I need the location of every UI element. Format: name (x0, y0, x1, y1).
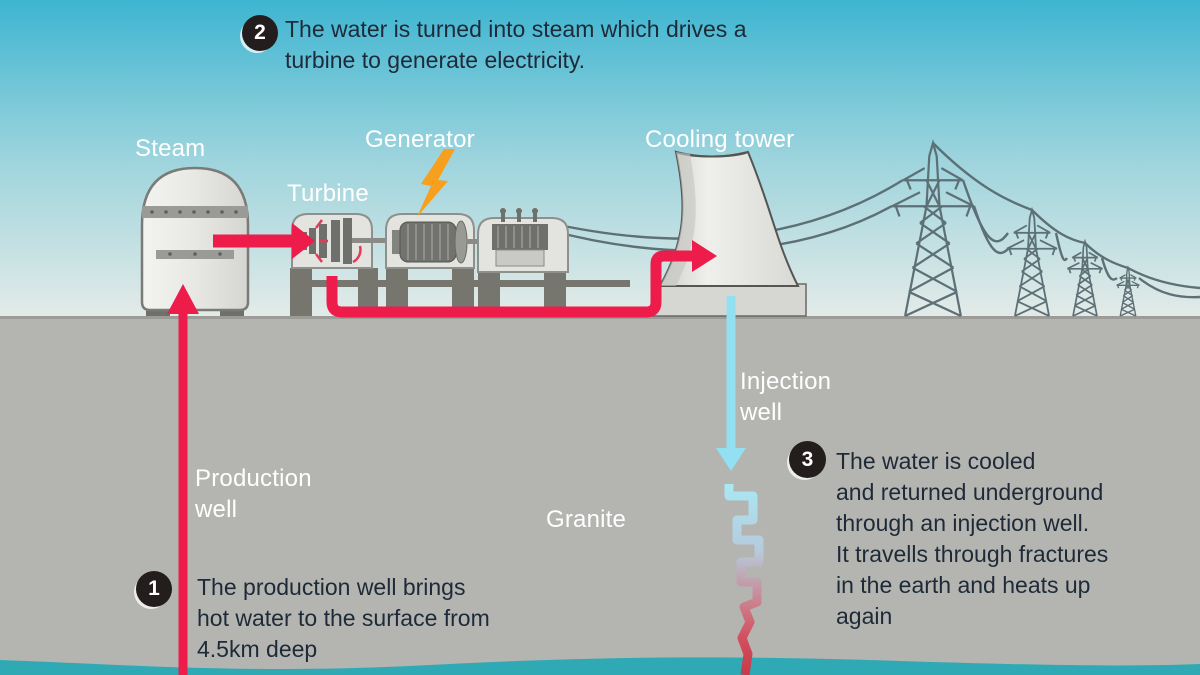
hot-water-pipe (326, 250, 692, 318)
injection-well-arrow (716, 448, 746, 471)
production-well-label: Production well (195, 465, 312, 523)
injection-well-label: Injection well (740, 368, 832, 426)
steam-impact-burst (315, 219, 328, 263)
granite-label: Granite (546, 506, 627, 533)
production-well-arrow (167, 284, 199, 314)
fracture-path (724, 484, 764, 675)
step-2-badge: 2 (242, 15, 278, 51)
water-layer (0, 657, 1200, 675)
steam-separator-vessel (140, 166, 250, 316)
rotation-arrow (352, 245, 362, 264)
hot-water-arrow (692, 240, 717, 272)
generator-label: Generator (365, 126, 475, 153)
step-1-badge: 1 (136, 571, 172, 607)
turbine-label: Turbine (287, 180, 369, 207)
injection-flows (716, 296, 764, 675)
steam-label: Steam (135, 135, 206, 162)
transformer-bushings (500, 208, 538, 222)
ground (0, 316, 1200, 675)
power-lines (544, 142, 1200, 299)
cooling-tower-label: Cooling tower (645, 126, 795, 153)
machinery-supports (290, 268, 630, 316)
step-3-badge: 3 (789, 441, 826, 478)
step-1-text: The production well brings hot water to … (197, 574, 490, 662)
step-2-text: The water is turned into steam which dri… (285, 16, 747, 73)
step-3-text: The water is cooled and returned undergr… (836, 448, 1109, 629)
hot-water-flows (167, 219, 717, 675)
lightning-icon (417, 149, 455, 217)
generator-unit (385, 213, 524, 269)
transformer-unit (477, 208, 569, 273)
steam-flow-arrow (292, 223, 315, 259)
